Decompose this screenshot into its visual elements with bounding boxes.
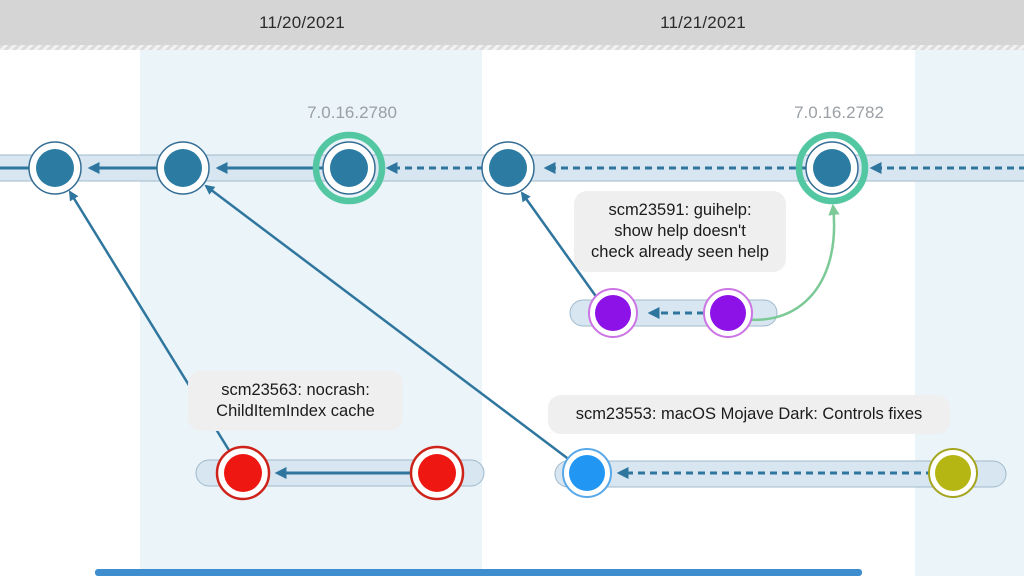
commit-node-main-3[interactable] bbox=[481, 141, 535, 195]
commit-disc bbox=[595, 295, 631, 331]
mojave-branch-lane bbox=[554, 460, 1007, 488]
date-header-bar: 11/20/2021 11/21/2021 bbox=[0, 0, 1024, 45]
commit-disc bbox=[224, 454, 262, 492]
commit-node-nocrash-2[interactable] bbox=[409, 445, 465, 501]
commit-disc bbox=[330, 149, 368, 187]
version-tag-label-2780: 7.0.16.2780 bbox=[307, 103, 397, 122]
commit-disc bbox=[418, 454, 456, 492]
commit-disc bbox=[36, 149, 74, 187]
date-label-1: 11/20/2021 bbox=[259, 13, 345, 32]
commit-disc bbox=[813, 149, 851, 187]
version-tag-label-2782: 7.0.16.2782 bbox=[794, 103, 884, 122]
commit-disc bbox=[489, 149, 527, 187]
tagged-commit-node-2782[interactable] bbox=[795, 131, 869, 205]
commit-disc bbox=[164, 149, 202, 187]
edge-mojave-to-main bbox=[204, 184, 588, 474]
commit-node-nocrash-1[interactable] bbox=[215, 445, 271, 501]
commit-node-main-1[interactable] bbox=[28, 141, 82, 195]
commit-node-guihelp-1[interactable] bbox=[588, 288, 638, 338]
tooltip-nocrash-commit: scm23563: nocrash: ChildItemIndex cache bbox=[188, 371, 403, 431]
commit-disc bbox=[569, 455, 605, 491]
tagged-commit-node-2780[interactable] bbox=[312, 131, 386, 205]
commit-disc bbox=[935, 455, 971, 491]
commit-node-mojave-2[interactable] bbox=[928, 448, 978, 498]
header-perforated-edge bbox=[0, 45, 1024, 50]
tag-ring-icon bbox=[312, 131, 386, 205]
commit-node-mojave-1[interactable] bbox=[562, 448, 612, 498]
tag-ring-icon bbox=[795, 131, 869, 205]
date-label-2: 11/21/2021 bbox=[660, 13, 746, 32]
commit-node-guihelp-2[interactable] bbox=[703, 288, 753, 338]
commit-disc bbox=[710, 295, 746, 331]
tooltip-guihelp-commit: scm23591: guihelp: show help doesn't che… bbox=[574, 191, 786, 272]
horizontal-scrollbar-thumb[interactable] bbox=[95, 569, 862, 576]
tooltip-mojave-commit: scm23553: macOS Mojave Dark: Controls fi… bbox=[548, 395, 950, 434]
commit-node-main-2[interactable] bbox=[156, 141, 210, 195]
